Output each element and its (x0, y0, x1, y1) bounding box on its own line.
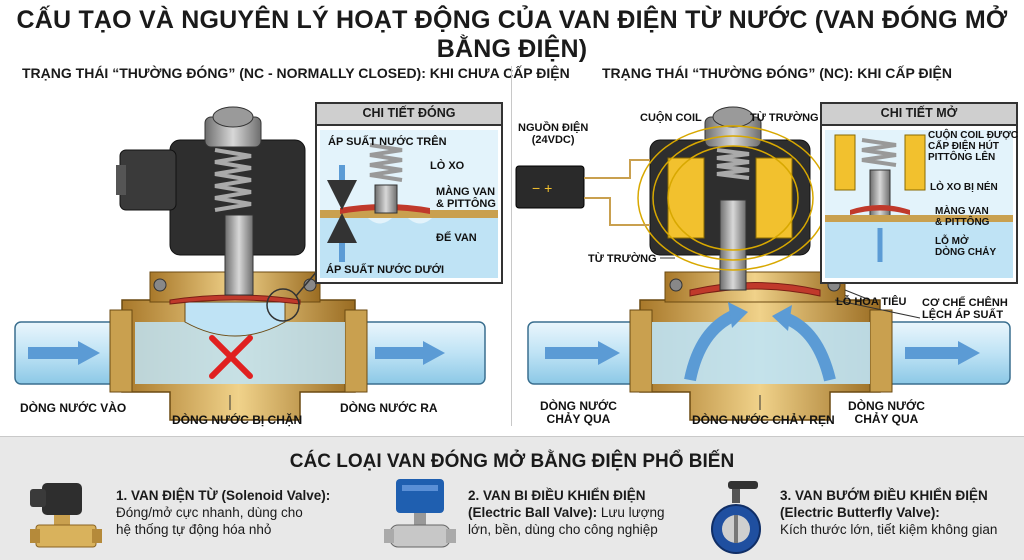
label-coil: CUỘN COIL (640, 112, 702, 124)
valve-types-section: CÁC LOẠI VAN ĐÓNG MỞ BẰNG ĐIỆN PHỔ BIẾN … (0, 436, 1024, 560)
valve-type-1-heading: 1. VAN ĐIỆN TỪ (Solenoid Valve): (116, 488, 331, 503)
left-panel-heading: TRẠNG THÁI “THƯỜNG ĐÓNG” (NC - NORMALLY … (22, 65, 570, 81)
ball-valve-icon (384, 479, 456, 548)
label-blocked: DÒNG NƯỚC BỊ CHẶN (172, 413, 303, 427)
valve-type-2-heading: 2. VAN BI ĐIỀU KHIỂN ĐIỆN (468, 488, 646, 503)
label-pressure-top: ÁP SUẤT NƯỚC TRÊN (328, 136, 447, 148)
label-pressure-diff: CƠ CHẾ CHÊNH LỆCH ÁP SUẤT (922, 297, 1008, 321)
label-diaphragm-left: MÀNG VAN & PITTÔNG (436, 186, 496, 210)
left-detail-title: CHI TIẾT ĐÓNG (362, 106, 456, 120)
valve-type-3: 3. VAN BƯỚM ĐIỀU KHIỂN ĐIỆN (Electric Bu… (780, 487, 997, 538)
label-flow-split: DÒNG NƯỚC CHẢY RẸN (692, 413, 835, 427)
right-detail-box (820, 102, 1018, 284)
label-flow-hole: LỖ MỞ DÒNG CHẢY (935, 236, 997, 258)
label-power: NGUỒN ĐIỆN (24VDC) (518, 122, 589, 146)
label-coil-pull: CUỘN COIL ĐƯỢC CẤP ĐIỆN HÚT PITTÔNG LÊN (928, 130, 1018, 163)
left-detail-box (315, 102, 503, 284)
label-seat: ĐẾ VAN (436, 232, 477, 244)
label-field-side: TỪ TRƯỜNG (588, 253, 657, 265)
valve-type-3-english: (Electric Butterfly Valve): (780, 505, 940, 520)
valve-type-2-english: (Electric Ball Valve): (468, 505, 598, 520)
solenoid-valve-icon (30, 483, 102, 548)
panel-divider (511, 66, 512, 426)
label-outflow: DÒNG NƯỚC RA (340, 401, 438, 415)
label-flow-through-left: DÒNG NƯỚC CHẢY QUA (540, 399, 617, 426)
label-flow-through-right: DÒNG NƯỚC CHẢY QUA (848, 399, 925, 426)
svg-text:− +: − + (532, 180, 552, 196)
label-field-top: TỪ TRƯỜNG (750, 112, 819, 124)
valve-type-2-desc: Lưu lượng lớn, bền, dùng cho công nghiệp (468, 505, 665, 537)
valve-type-1-desc: Đóng/mở cực nhanh, dùng cho hệ thống tự … (116, 505, 303, 537)
label-inflow: DÒNG NƯỚC VÀO (20, 401, 127, 415)
valve-type-1: 1. VAN ĐIỆN TỪ (Solenoid Valve): Đóng/mở… (116, 487, 330, 538)
butterfly-valve-icon (711, 481, 761, 554)
label-pilot-hole: LỖ HOA TIÊU (836, 296, 907, 308)
label-spring: LÒ XO (430, 160, 465, 172)
right-detail-title: CHI TIẾT MỞ (880, 106, 958, 120)
valve-type-2: 2. VAN BI ĐIỀU KHIỂN ĐIỆN (Electric Ball… (468, 487, 665, 538)
label-spring-compressed: LÒ XO BỊ NÉN (930, 182, 998, 193)
valve-diagrams: − + (14, 102, 1018, 421)
left-valve (14, 106, 486, 421)
right-panel-heading: TRẠNG THÁI “THƯỜNG ĐÓNG” (NC): KHI CẤP Đ… (602, 65, 952, 81)
label-pressure-bottom: ÁP SUẤT NƯỚC DƯỚI (326, 264, 445, 276)
label-diaphragm-right: MÀNG VAN & PITTÔNG (935, 206, 990, 228)
valve-types-title: CÁC LOẠI VAN ĐÓNG MỞ BẰNG ĐIỆN PHỔ BIẾN (289, 451, 735, 472)
valve-type-3-desc: Kích thước lớn, tiết kiệm không gian (780, 522, 998, 537)
valve-type-3-heading: 3. VAN BƯỚM ĐIỀU KHIỂN ĐIỆN (780, 488, 988, 503)
right-valve: − + (515, 106, 1011, 421)
page-title: CẤU TẠO VÀ NGUYÊN LÝ HOẠT ĐỘNG CỦA VAN Đ… (16, 6, 1008, 63)
